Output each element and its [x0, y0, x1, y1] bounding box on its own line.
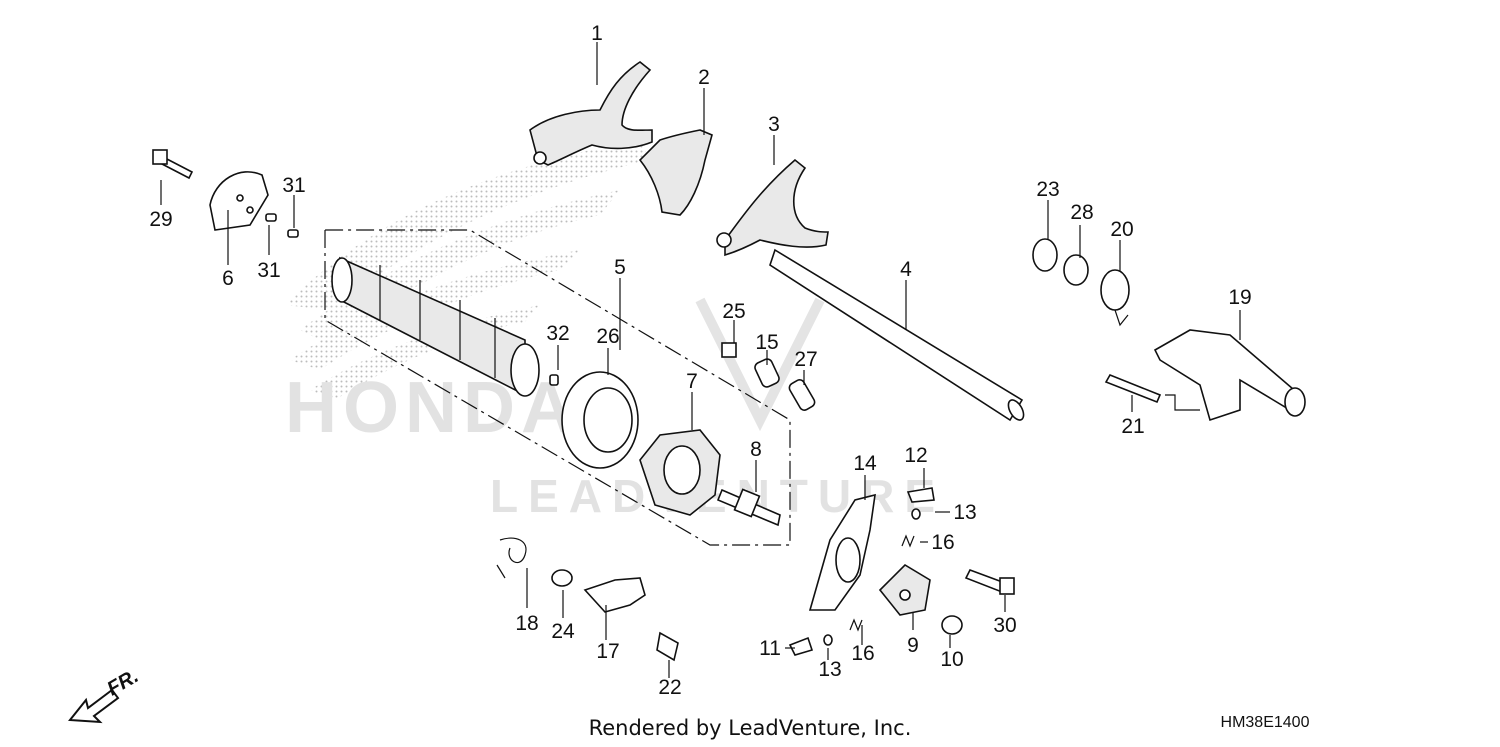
stopper-arm	[878, 563, 931, 616]
stopper-arm-17	[583, 577, 646, 613]
callout-label: 28	[1070, 201, 1093, 224]
washer-23	[1032, 238, 1058, 272]
callout-numbers: 1 2 3 4 5 6 7 8 9 10 11 12 13 13 14 15 1…	[149, 22, 1251, 699]
return-spring-20	[1100, 269, 1130, 327]
front-direction-marker: FR.	[68, 665, 142, 724]
callout-label: 5	[614, 256, 626, 279]
callout-label: 30	[993, 614, 1016, 637]
rendered-by-credit: Rendered by LeadVenture, Inc.	[589, 716, 912, 740]
dowel-pin-31a	[265, 213, 277, 222]
callout-label: 26	[596, 325, 619, 348]
stopper-11	[788, 636, 814, 656]
spring-16b	[849, 618, 863, 632]
bolt-29	[152, 149, 194, 180]
front-arrow-icon	[68, 688, 120, 724]
callout-label: 7	[686, 370, 698, 393]
bolt-8	[716, 488, 781, 527]
shift-fork-3	[716, 158, 829, 257]
spring-18	[496, 537, 527, 579]
bolt-30-head	[999, 577, 1015, 595]
callout-label: 3	[768, 113, 780, 136]
callout-label: 31	[282, 174, 305, 197]
collar-25	[721, 342, 737, 358]
callout-label: 16	[851, 642, 874, 665]
shift-drum-center	[639, 429, 721, 516]
callout-label: 6	[222, 267, 234, 290]
callout-label: 17	[596, 640, 619, 663]
bolt-30	[964, 569, 1007, 594]
circlip-28	[1063, 254, 1089, 286]
bolt-21	[1104, 373, 1162, 404]
collar-13b	[823, 634, 833, 646]
pin-32	[549, 374, 559, 386]
callout-label: 23	[1036, 178, 1059, 201]
callout-label: 16	[931, 531, 954, 554]
spring-16a	[901, 534, 915, 548]
callout-label: 32	[546, 322, 569, 345]
shift-fork-shaft	[769, 248, 1025, 422]
stopper-12	[906, 487, 935, 503]
dowel-pin-31b	[287, 229, 299, 238]
collar-13a	[911, 508, 921, 520]
callout-label: 13	[953, 501, 976, 524]
callout-label: 13	[818, 658, 841, 681]
bearing	[561, 371, 639, 469]
callout-label: 10	[940, 648, 963, 671]
callout-label: 1	[591, 22, 603, 45]
shift-drum	[331, 256, 540, 397]
callout-label: 11	[759, 637, 781, 660]
callout-label: 2	[698, 66, 710, 89]
callout-label: 9	[907, 634, 919, 657]
callout-label: 4	[900, 258, 912, 281]
collar-15	[754, 358, 780, 388]
callout-label: 22	[658, 676, 681, 699]
shift-fork-2	[638, 129, 713, 216]
bolt-22	[656, 631, 679, 662]
callout-label: 18	[515, 612, 538, 635]
shift-fork-1	[529, 61, 653, 166]
gasket-plate	[808, 493, 876, 611]
leader-lines	[160, 42, 1241, 678]
nut-10	[941, 615, 963, 635]
callout-label: 12	[904, 444, 927, 467]
callout-label: 29	[149, 208, 172, 231]
bearing-set-plate	[209, 171, 269, 231]
callout-label: 20	[1110, 218, 1133, 241]
callout-label: 27	[794, 348, 817, 371]
callout-label: 19	[1228, 286, 1251, 309]
callout-label: 31	[257, 259, 280, 282]
washer-24	[551, 569, 573, 587]
diagram-code: HM38E1400	[1221, 714, 1310, 731]
callout-label: 15	[755, 331, 778, 354]
gearshift-spindle	[1153, 329, 1306, 422]
collar-27	[788, 379, 816, 411]
callout-label: 14	[853, 452, 877, 475]
callout-label: 21	[1121, 415, 1144, 438]
callout-label: 24	[551, 620, 575, 643]
callout-label: 8	[750, 438, 762, 461]
callout-label: 25	[722, 300, 745, 323]
